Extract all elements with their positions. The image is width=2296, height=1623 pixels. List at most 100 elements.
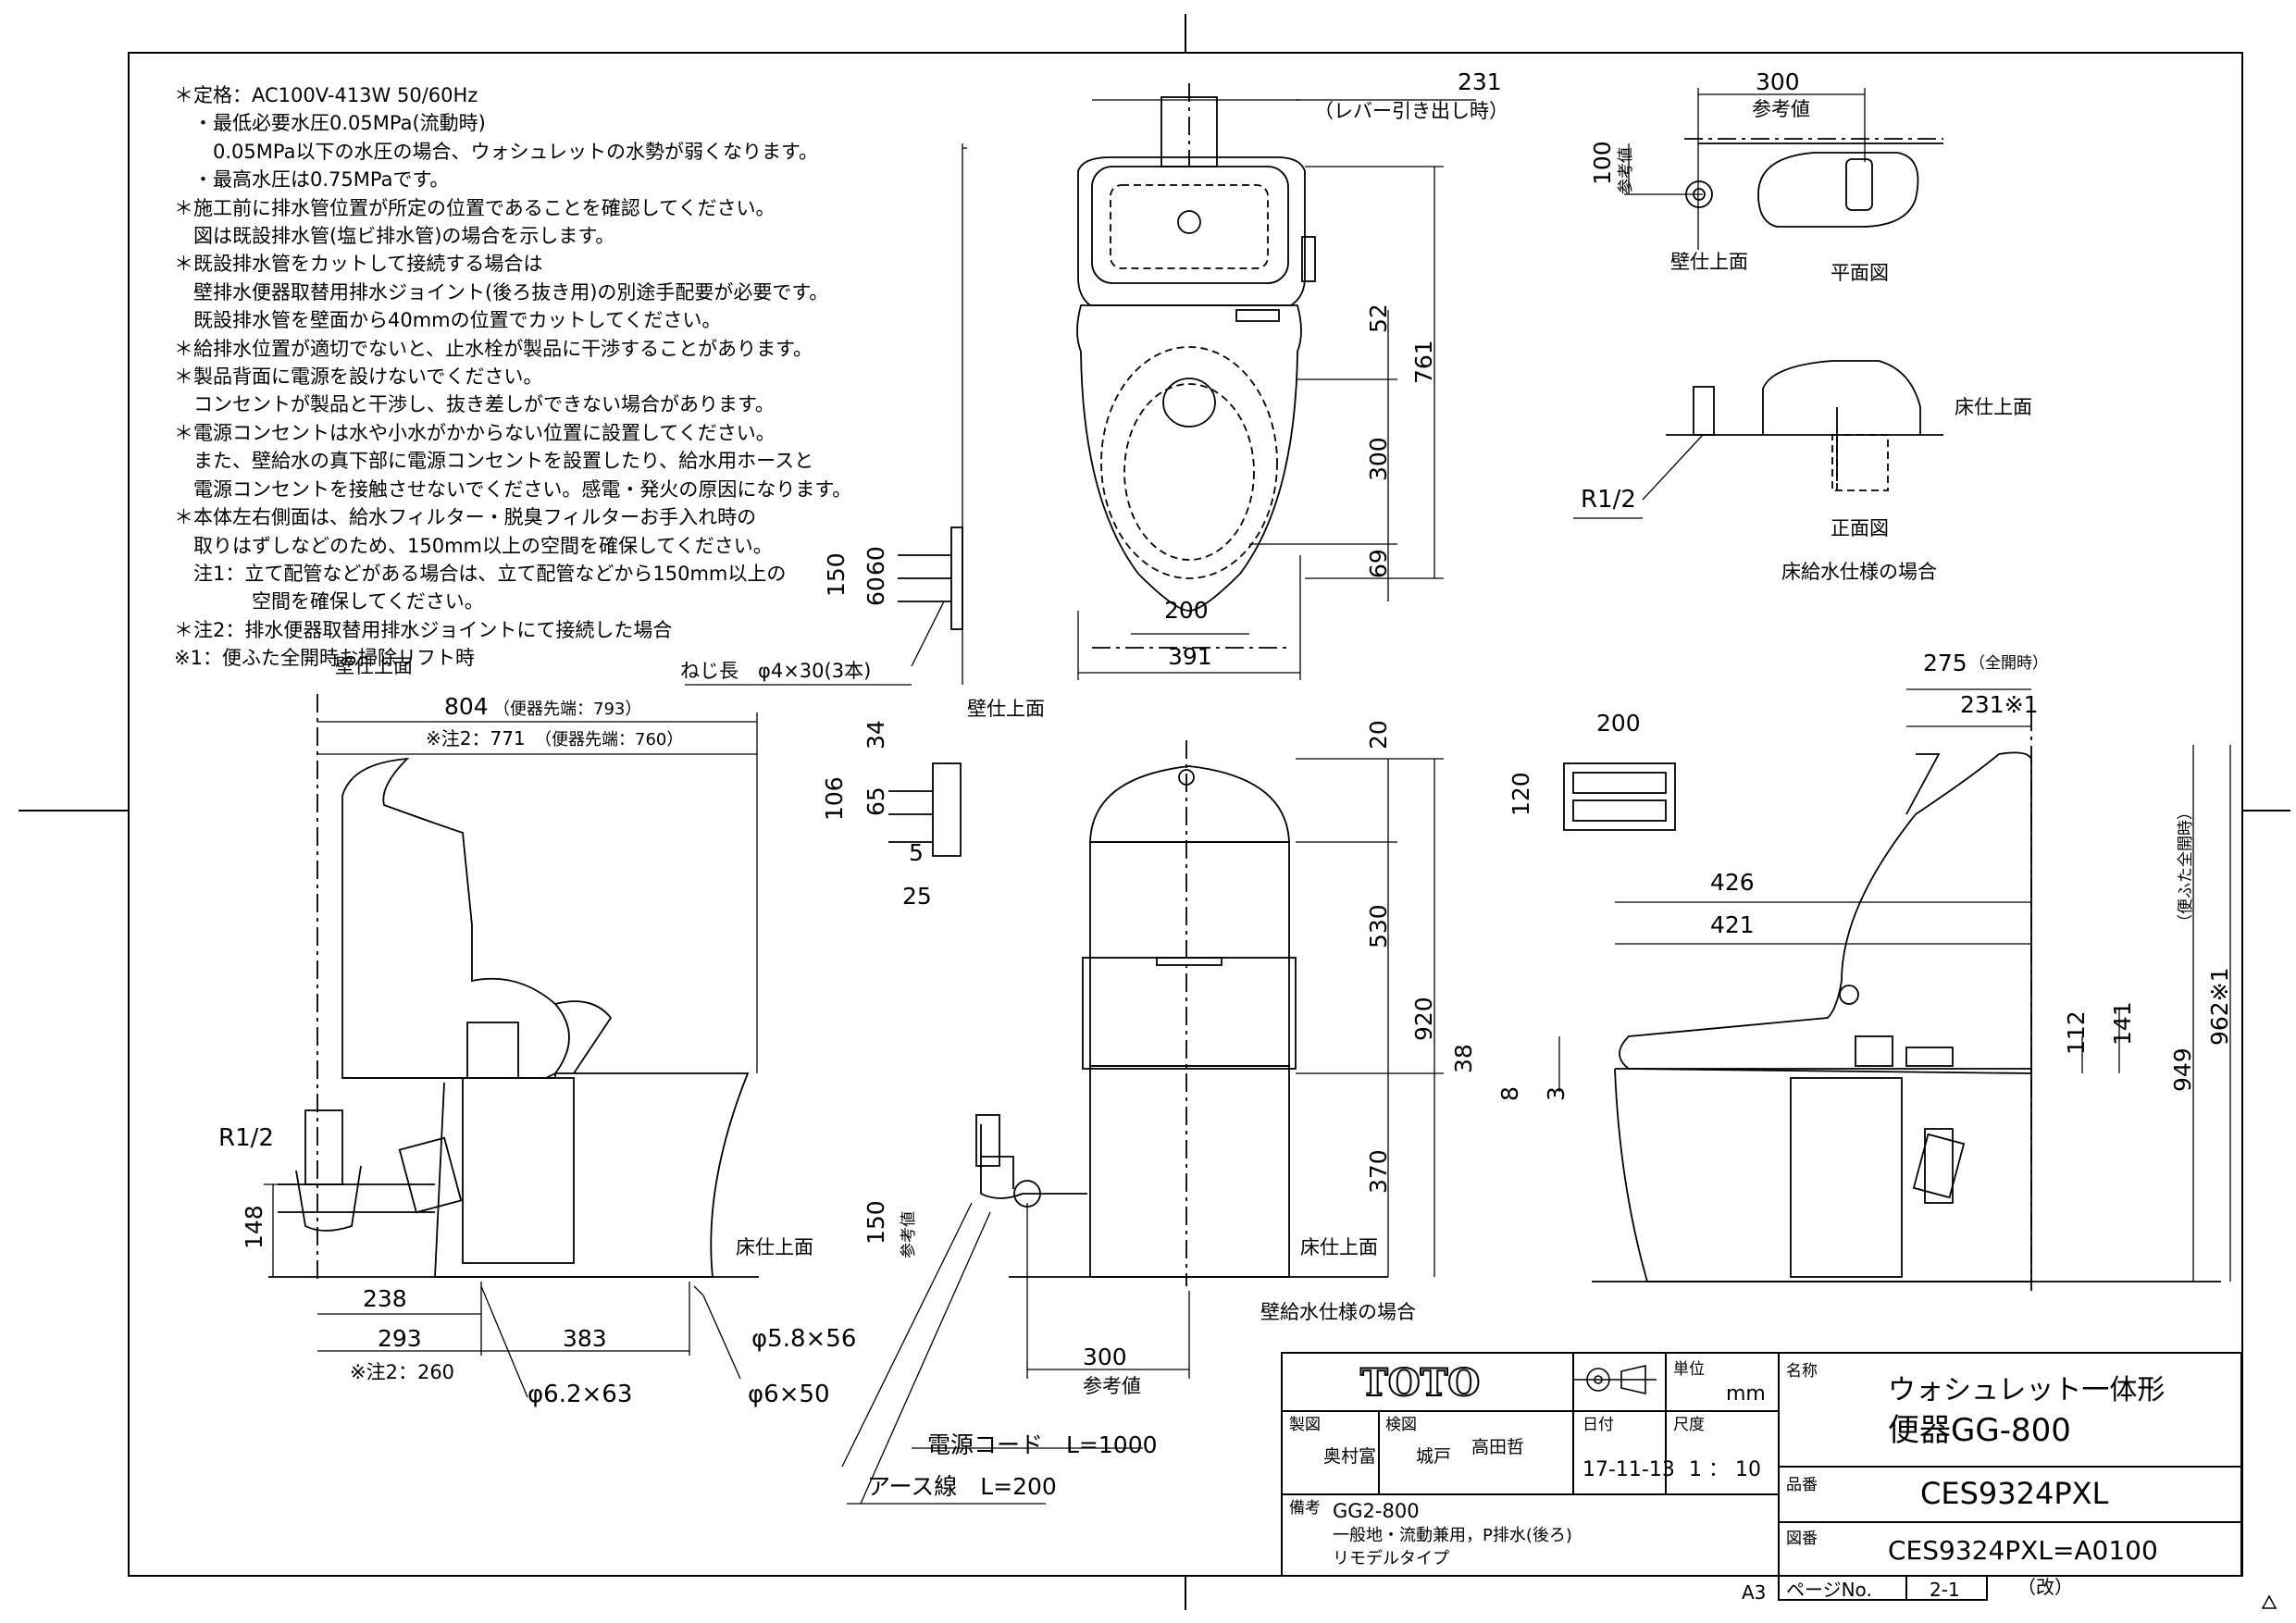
- sheet-size: A3: [1742, 1581, 1766, 1604]
- dim-38: 38: [1450, 1044, 1477, 1073]
- date-label: 日付: [1582, 1416, 1614, 1434]
- note-line: ＊本体左右側面は、給水フィルター・脱臭フィルターお手入れ時の: [174, 506, 757, 529]
- label-front-view: 正面図: [1831, 517, 1889, 539]
- note-line: 取りはずしなどのため、150mm以上の空間を確保してください。: [174, 534, 773, 557]
- label-floor-surface-center: 床仕上面: [1300, 1236, 1378, 1258]
- dim-231: 231: [1458, 68, 1502, 95]
- name-line2: 便器GG-800: [1888, 1412, 2071, 1449]
- label-floor-surface-left: 床仕上面: [736, 1236, 813, 1258]
- note-line: ・最高水圧は0.75MPaです。: [174, 168, 450, 192]
- note-line: ＊注2：排水便器取替用排水ジョイントにて接続した場合: [174, 618, 673, 641]
- dim-20: 20: [1365, 720, 1392, 750]
- remarks-3: リモデルタイプ: [1333, 1549, 1449, 1568]
- dim-231-note: 231※1: [1960, 691, 2039, 718]
- dim-106: 106: [821, 776, 848, 821]
- part-label: 品番: [1786, 1476, 1818, 1494]
- toilet-front-view: [975, 740, 1388, 1286]
- projection-symbol-icon: [1573, 1364, 1657, 1395]
- dim-60b: 60: [863, 576, 889, 606]
- general-notes: ＊定格：AC100V-413W 50/60Hz ・最低必要水圧0.05MPa(流…: [174, 81, 851, 673]
- remote-bracket: [888, 527, 963, 857]
- label-note2-771: ※注2：771: [426, 727, 526, 750]
- checked-label: 検図: [1385, 1416, 1417, 1434]
- label-seat-tip-793: （便器先端：793）: [493, 700, 641, 719]
- label-power-cord: 電源コード L=1000: [927, 1431, 1158, 1458]
- note-line: また、壁給水の真下部に電源コンセントを設置したり、給水用ホースと: [174, 450, 814, 473]
- drawn-label: 製図: [1289, 1416, 1321, 1434]
- dim-761: 761: [1410, 340, 1437, 384]
- dim-804: 804: [444, 693, 489, 720]
- dim-65: 65: [863, 787, 889, 816]
- label-lever-pull: （レバー引き出し時）: [1314, 100, 1508, 122]
- drawing-label: 図番: [1786, 1530, 1818, 1548]
- label-wall-surface-center: 壁仕上面: [967, 698, 1045, 720]
- dim-60a: 60: [863, 546, 889, 576]
- remote-control-icon: [1563, 762, 1676, 831]
- note-line: 0.05MPa以下の水圧の場合、ウォシュレットの水勢が弱くなります。: [174, 140, 818, 163]
- dim-150-bracket: 150: [823, 552, 850, 597]
- dim-962: 962※1: [2206, 967, 2233, 1046]
- dim-300-side: 300: [1365, 437, 1392, 481]
- dim-391: 391: [1168, 643, 1212, 670]
- label-reference-vertical: 参考値: [1617, 147, 1635, 194]
- scale-value: 1 ： 10: [1689, 1458, 1761, 1481]
- dim-293: 293: [378, 1325, 422, 1352]
- label-plan-view: 平面図: [1831, 262, 1889, 284]
- toto-logo: TOTO: [1360, 1361, 1480, 1405]
- dim-120: 120: [1508, 772, 1534, 816]
- floor-supply-plan-view: [1684, 138, 1943, 228]
- dim-148: 148: [241, 1205, 267, 1249]
- dim-150-ref: 150: [863, 1200, 889, 1245]
- floor-supply-front-view: [1666, 360, 1943, 491]
- dim-52: 52: [1365, 304, 1392, 333]
- dim-370: 370: [1365, 1149, 1392, 1194]
- dim-112: 112: [2063, 1010, 2090, 1055]
- unit-value: mm: [1726, 1382, 1766, 1406]
- dim-238: 238: [363, 1285, 407, 1312]
- label-wall-surface-left: 壁仕上面: [335, 655, 413, 677]
- revision-triangle-icon: [2261, 1594, 2277, 1609]
- checked-by1: 城戸: [1416, 1446, 1451, 1467]
- checked-by2: 高田哲: [1471, 1437, 1524, 1457]
- note-line: 壁排水便器取替用排水ジョイント(後ろ抜き用)の別途手配要が必要です。: [174, 280, 829, 304]
- note-line: コンセントが製品と干渉し、抜き差しができない場合があります。: [174, 393, 775, 416]
- dim-383: 383: [563, 1325, 607, 1352]
- label-reference-bottom: 参考値: [1083, 1375, 1141, 1397]
- name-line1: ウォシュレット一体形: [1888, 1374, 2165, 1406]
- label-phi62: φ6.2×63: [527, 1381, 632, 1408]
- dim-300-ref: 300: [1083, 1344, 1127, 1370]
- label-lid-full-open: （便ふた全開時）: [2177, 804, 2195, 930]
- label-wall-surface-plan: 壁仕上面: [1670, 251, 1748, 273]
- dim-69: 69: [1365, 549, 1392, 578]
- dim-421: 421: [1710, 911, 1755, 938]
- label-note2-260: ※注2：260: [350, 1361, 454, 1383]
- remarks-label: 備考: [1289, 1499, 1321, 1518]
- dim-8: 8: [1496, 1086, 1523, 1101]
- label-wall-supply: 壁給水仕様の場合: [1260, 1301, 1416, 1323]
- label-full-open: （全開時）: [1969, 654, 2048, 673]
- toilet-plan-view: [1076, 83, 1316, 649]
- unit-label: 単位: [1673, 1360, 1705, 1379]
- dim-920: 920: [1410, 997, 1437, 1041]
- label-seat-tip-760: （便器先端：760）: [535, 730, 683, 750]
- label-r12-left: R1/2: [218, 1124, 274, 1152]
- toilet-side-view-lid-open: [1592, 712, 2221, 1291]
- page-label: ページNo.: [1786, 1579, 1872, 1601]
- dim-530: 530: [1365, 904, 1392, 948]
- remarks-1: GG2-800: [1333, 1500, 1420, 1522]
- name-label: 名称: [1786, 1362, 1818, 1381]
- label-phi6: φ6×50: [748, 1381, 830, 1408]
- dim-949: 949: [2169, 1047, 2196, 1092]
- note-line: ＊施工前に排水管位置が所定の位置であることを確認してください。: [174, 196, 776, 219]
- note-line: 図は既設排水管(塩ビ排水管)の場合を示します。: [174, 225, 615, 248]
- note-line: 注1：立て配管などがある場合は、立て配管などから150mm以上の: [174, 562, 787, 585]
- drawn-by: 奥村富: [1323, 1446, 1376, 1467]
- note-line: ＊電源コンセントは水や小水がかからない位置に設置してください。: [174, 421, 776, 444]
- note-line: ＊定格：AC100V-413W 50/60Hz: [174, 84, 478, 106]
- drawing-value: CES9324PXL=A0100: [1888, 1535, 2158, 1566]
- scale-label: 尺度: [1673, 1416, 1705, 1434]
- dim-5: 5: [909, 839, 924, 866]
- dim-200: 200: [1164, 597, 1209, 624]
- dim-100: 100: [1589, 141, 1616, 185]
